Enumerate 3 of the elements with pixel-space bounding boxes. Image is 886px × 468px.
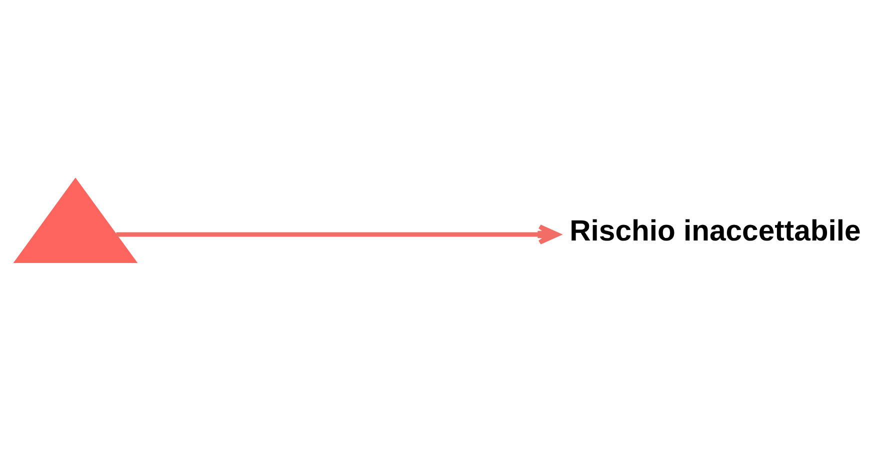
node-triangle [13, 177, 138, 263]
node-text: Rischio inaccettabile [570, 214, 861, 247]
arrow [116, 224, 560, 244]
